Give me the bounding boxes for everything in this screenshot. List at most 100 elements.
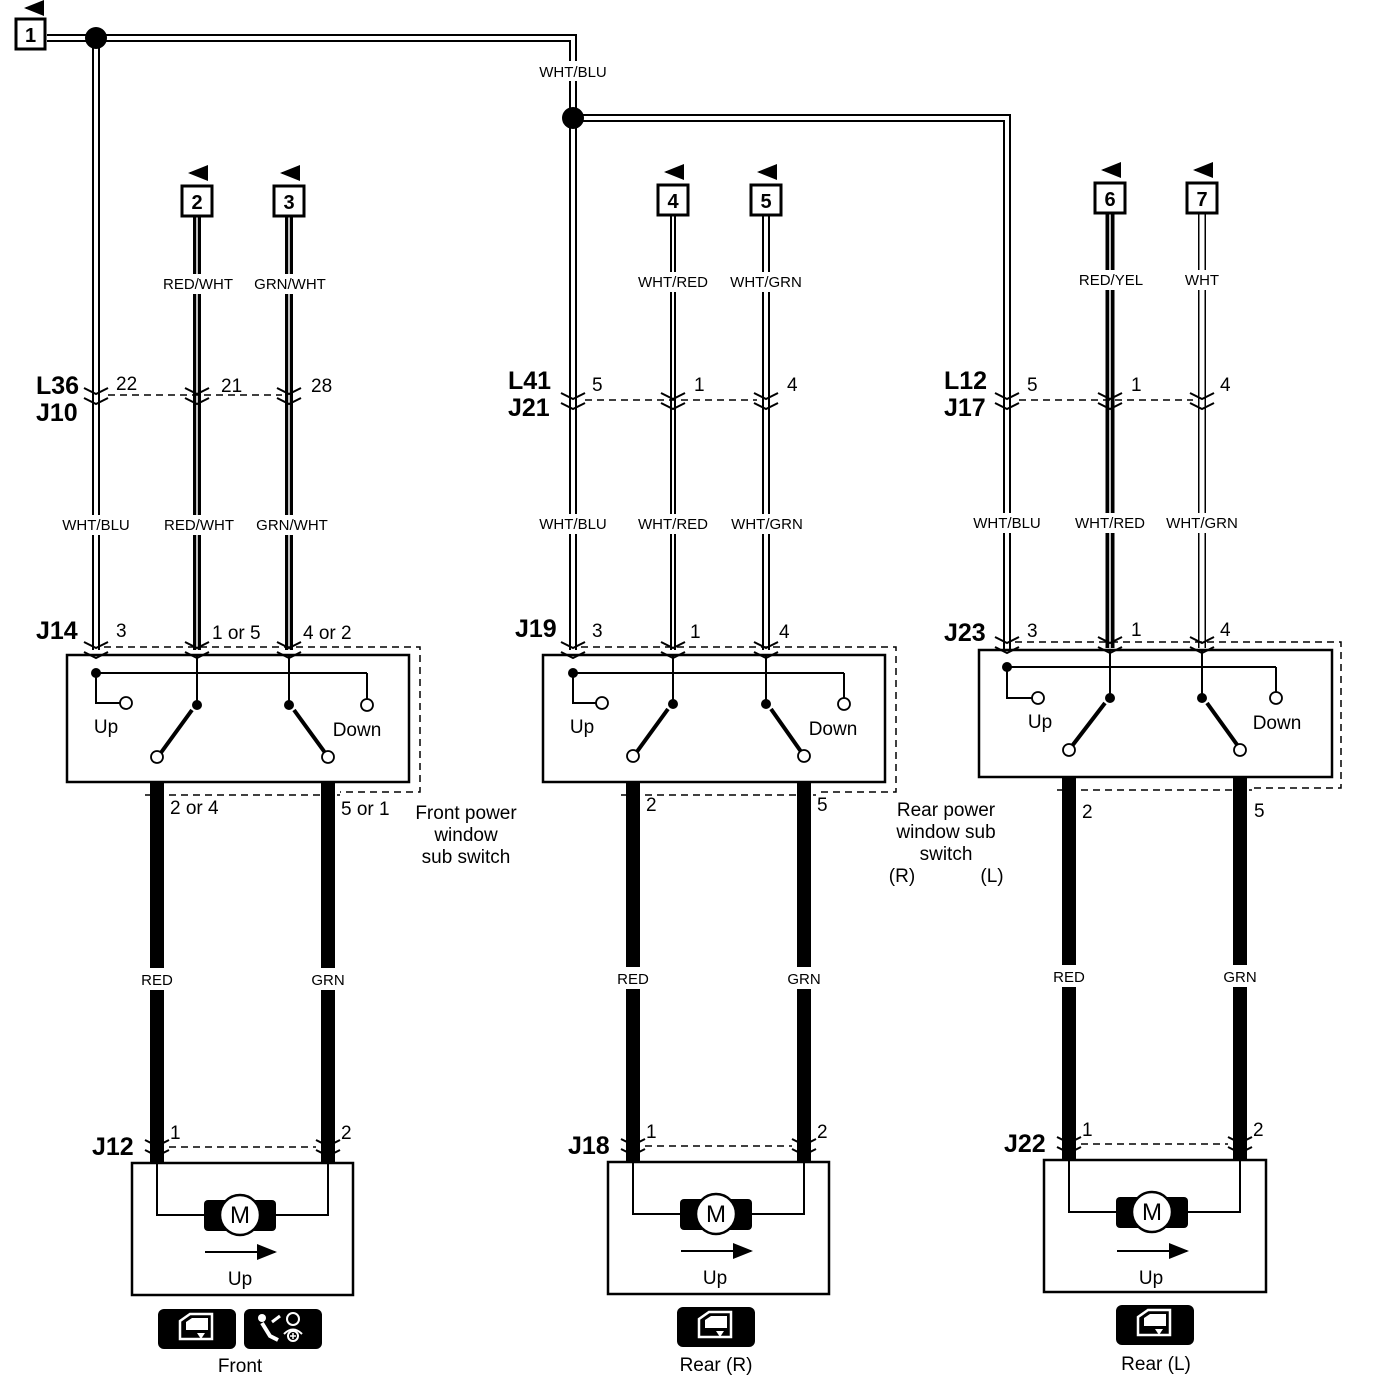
svg-text:GRN/WHT: GRN/WHT [254, 276, 326, 293]
svg-text:WHT/RED: WHT/RED [638, 516, 708, 533]
wire-label-top: WHT/BLU [539, 64, 607, 81]
svg-text:3: 3 [592, 621, 603, 642]
connector-L12: L12 [944, 367, 987, 395]
connector-J22: J22 [1004, 1130, 1046, 1158]
svg-text:RED: RED [1053, 969, 1085, 986]
svg-text:GRN/WHT: GRN/WHT [256, 517, 328, 534]
ref-5[interactable]: 5 [749, 164, 783, 217]
svg-text:6: 6 [1104, 189, 1115, 211]
svg-text:RED: RED [617, 971, 649, 988]
ref-4[interactable]: 4 [656, 164, 690, 217]
svg-text:Up: Up [570, 717, 594, 738]
svg-text:GRN: GRN [787, 971, 820, 988]
svg-text:window: window [433, 825, 498, 846]
connector-J10: J10 [36, 399, 78, 427]
svg-text:2 or 4: 2 or 4 [170, 798, 219, 819]
ref-7[interactable]: 7 [1185, 162, 1219, 215]
svg-text:2: 2 [191, 192, 202, 214]
bottom-icons: Front Rear (R) Rear (L) [158, 1305, 1194, 1377]
svg-text:WHT/GRN: WHT/GRN [1166, 515, 1238, 532]
svg-text:GRN: GRN [1223, 969, 1256, 986]
connector-J12: J12 [92, 1133, 134, 1161]
caption-rear-r: Rear (R) [680, 1355, 753, 1376]
svg-text:2: 2 [646, 795, 657, 816]
svg-text:1: 1 [646, 1122, 657, 1143]
svg-text:GRN: GRN [311, 972, 344, 989]
svg-text:WHT/BLU: WHT/BLU [62, 517, 130, 534]
junction-dot-1 [85, 27, 107, 49]
svg-text:Front power: Front power [415, 803, 517, 824]
svg-text:M: M [1142, 1199, 1162, 1226]
svg-text:2: 2 [1082, 802, 1093, 823]
svg-text:WHT: WHT [1185, 272, 1219, 289]
svg-text:1: 1 [690, 622, 701, 643]
power-window-icon [677, 1307, 755, 1347]
svg-text:Down: Down [1253, 713, 1302, 734]
svg-text:WHT/RED: WHT/RED [1075, 515, 1145, 532]
connector-L41: L41 [508, 367, 551, 395]
svg-text:1: 1 [1131, 375, 1142, 396]
svg-text:M: M [706, 1201, 726, 1228]
connector-J17: J17 [944, 394, 986, 422]
svg-text:3: 3 [1027, 621, 1038, 642]
svg-text:4: 4 [1220, 375, 1231, 396]
svg-text:Up: Up [703, 1268, 727, 1289]
rear-left-switch: J23 3 1 4 Up Down 2 5 [944, 619, 1342, 823]
svg-text:7: 7 [1196, 189, 1207, 211]
svg-text:5: 5 [1027, 375, 1038, 396]
svg-text:(R): (R) [889, 866, 915, 887]
svg-text:WHT/GRN: WHT/GRN [730, 274, 802, 291]
svg-text:window sub: window sub [895, 822, 995, 843]
connector-J18: J18 [568, 1132, 610, 1160]
svg-text:WHT/RED: WHT/RED [638, 274, 708, 291]
connector-J23: J23 [944, 619, 986, 647]
caption-rear-l: Rear (L) [1121, 1354, 1191, 1375]
svg-text:(L): (L) [980, 866, 1003, 887]
svg-text:WHT/BLU: WHT/BLU [973, 515, 1041, 532]
rear-right-motor: J18 1 2 M Up [568, 1122, 831, 1296]
svg-text:4: 4 [1220, 620, 1231, 641]
svg-text:4: 4 [779, 622, 790, 643]
svg-text:2: 2 [341, 1123, 352, 1144]
svg-text:21: 21 [221, 376, 242, 397]
svg-text:1: 1 [170, 1123, 181, 1144]
svg-text:4: 4 [667, 191, 679, 213]
svg-text:1: 1 [25, 25, 36, 47]
wire-color-labels: WHT/BLU RED/WHT GRN/WHT WHT/RED WHT/GRN … [58, 61, 1259, 990]
svg-text:5: 5 [1254, 801, 1265, 822]
svg-text:5 or 1: 5 or 1 [341, 799, 390, 820]
svg-text:Up: Up [1028, 712, 1052, 733]
svg-text:Up: Up [228, 1269, 252, 1290]
ref-2[interactable]: 2 [180, 165, 214, 218]
svg-text:1: 1 [694, 375, 705, 396]
svg-text:2: 2 [1253, 1120, 1264, 1141]
svg-text:1 or 5: 1 or 5 [212, 623, 261, 644]
svg-text:4: 4 [787, 375, 798, 396]
power-window-icon [1116, 1305, 1194, 1345]
svg-text:RED: RED [141, 972, 173, 989]
svg-text:RED/WHT: RED/WHT [164, 517, 234, 534]
ref-1[interactable]: 1 [14, 0, 47, 51]
svg-text:sub switch: sub switch [422, 847, 511, 868]
svg-text:switch: switch [920, 844, 973, 865]
svg-text:2: 2 [817, 1122, 828, 1143]
svg-text:3: 3 [283, 192, 294, 214]
ref-3[interactable]: 3 [272, 165, 306, 218]
svg-text:4 or 2: 4 or 2 [303, 623, 352, 644]
svg-text:3: 3 [116, 621, 127, 642]
connector-J14: J14 [36, 617, 78, 645]
svg-text:M: M [230, 1202, 250, 1229]
svg-text:5: 5 [592, 375, 603, 396]
top-bus-wires [47, 27, 1011, 650]
ref-6[interactable]: 6 [1093, 162, 1127, 215]
connector-L36: L36 [36, 372, 79, 400]
rear-right-switch: J19 3 1 4 Up Down 2 5 [515, 615, 897, 816]
inline-connectors: L36 J10 22 21 28 L41 J21 5 1 4 L12 J17 5… [36, 367, 1231, 427]
connector-J21: J21 [508, 394, 550, 422]
svg-text:1: 1 [1082, 1120, 1093, 1141]
svg-text:Down: Down [333, 720, 382, 741]
svg-text:WHT/GRN: WHT/GRN [731, 516, 803, 533]
connector-J19: J19 [515, 615, 557, 643]
svg-text:WHT/BLU: WHT/BLU [539, 516, 607, 533]
